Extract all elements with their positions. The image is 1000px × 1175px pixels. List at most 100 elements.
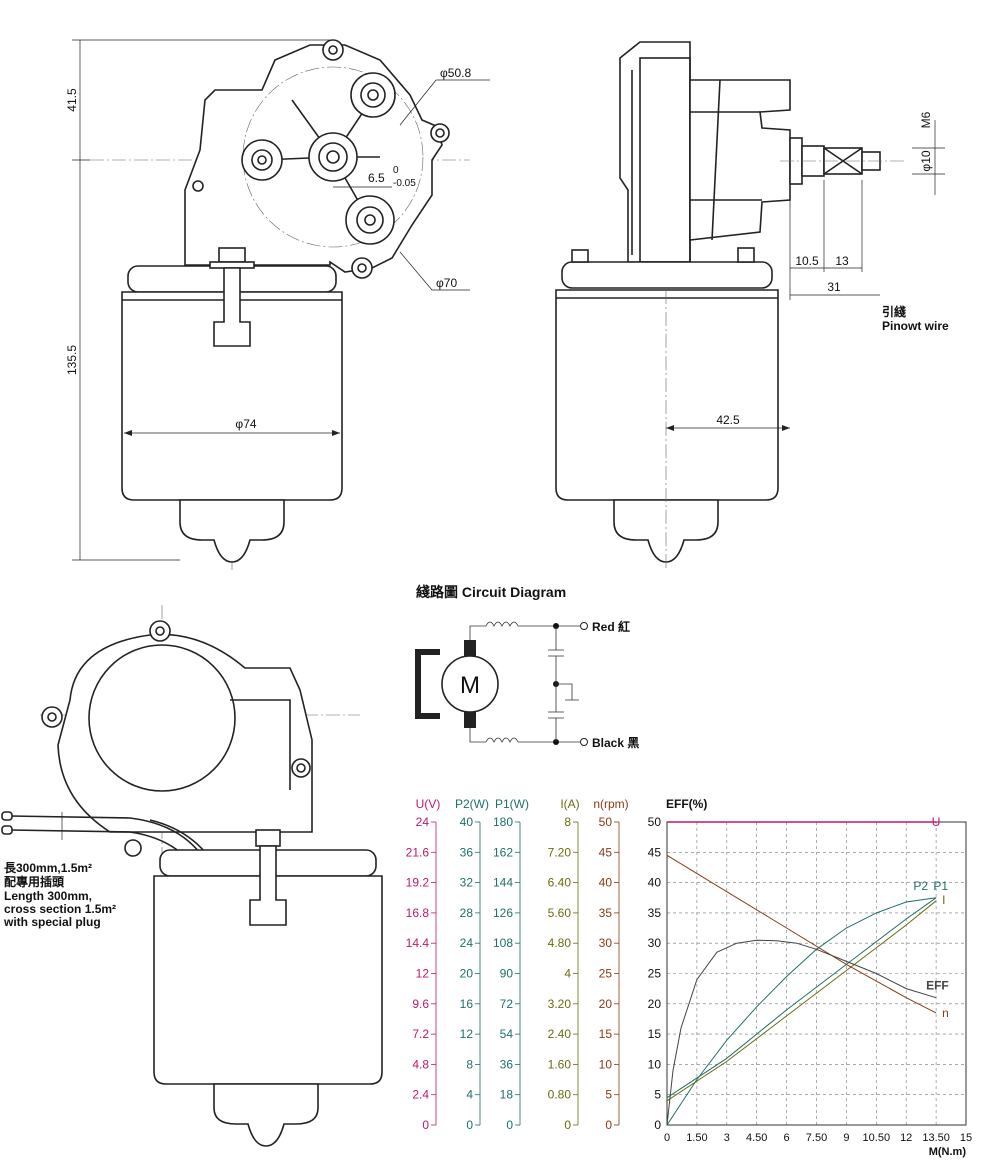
dim-front-height-body: 135.5 <box>65 345 79 375</box>
side-view: M6 φ10 10.5 13 31 引綫 Pinowt wire 42.5 <box>555 41 949 570</box>
left-axis-title: I(A) <box>560 797 579 811</box>
lead-note-line4: cross section 1.5m² <box>4 902 116 916</box>
left-axis-tick-label: 10 <box>599 1057 613 1071</box>
dim-front-height-top: 41.5 <box>65 88 79 112</box>
x-tick-label: 9 <box>843 1132 849 1144</box>
wire-plug-2 <box>1 825 13 835</box>
bottom-bearing-cap <box>213 1083 319 1147</box>
series-p1 <box>666 897 937 1099</box>
dim-shaft: φ10 <box>919 150 933 171</box>
eff-tick-label: 0 <box>654 1118 661 1132</box>
eff-tick-label: 5 <box>654 1088 661 1102</box>
dim-offset: 6.5 <box>368 171 385 185</box>
left-axis-tick-label: 30 <box>599 936 613 950</box>
left-axis-tick-label: 36 <box>460 845 474 859</box>
left-axis-title: P1(W) <box>495 797 529 811</box>
left-axis-tick-label: 36 <box>500 1057 514 1071</box>
left-axis-tick-label: 0 <box>422 1118 429 1132</box>
wire-label-cn: 引綫 <box>882 304 906 319</box>
terminal-black <box>580 738 588 746</box>
left-axis-tick-label: 54 <box>500 1027 514 1041</box>
dim-side-body: 42.5 <box>716 413 740 427</box>
left-axis-tick-label: 126 <box>493 906 513 920</box>
motor-can <box>121 291 343 501</box>
left-axis-tick-label: 50 <box>599 815 613 829</box>
bottom-ear-left <box>41 706 63 728</box>
left-axis-tick-label: 72 <box>500 997 514 1011</box>
motor-symbol-label: M <box>460 672 480 699</box>
red-label: Red 紅 <box>592 619 630 634</box>
left-axis-tick-label: 8 <box>564 815 571 829</box>
bottom-terminal-post <box>249 845 287 926</box>
side-motor-can <box>555 289 779 501</box>
wire-plug-1 <box>1 811 13 821</box>
left-axis-tick-label: 144 <box>493 876 513 890</box>
dim-body-dia: φ74 <box>235 417 256 431</box>
left-axis-tick-label: 4.8 <box>412 1057 429 1071</box>
left-axis-tick-label: 7.2 <box>412 1027 429 1041</box>
left-axis-tick-label: 108 <box>493 936 513 950</box>
left-axis-tick-label: 28 <box>460 906 474 920</box>
left-axis-title: n(rpm) <box>593 797 628 811</box>
circuit-title: 綫路圖 Circuit Diagram <box>416 584 566 600</box>
left-axis-tick-label: 4 <box>564 967 571 981</box>
lead-note-line2: 配專用插頭 <box>4 874 65 889</box>
eff-tick-label: 25 <box>648 967 662 981</box>
front-terminal-post <box>213 267 251 347</box>
left-axis-tick-label: 15 <box>599 1027 613 1041</box>
x-tick-label: 15 <box>960 1132 972 1144</box>
dim-pcd: φ50.8 <box>440 66 471 80</box>
bottom-mounting-ear <box>351 257 373 279</box>
dim-flange: φ70 <box>436 276 457 290</box>
left-axis-tick-label: 0 <box>466 1118 473 1132</box>
left-axis-tick-label: 0 <box>506 1118 513 1132</box>
side-motor-end-cap <box>561 261 773 289</box>
x-tick-label: 6 <box>784 1132 790 1144</box>
left-gear-boss <box>241 139 283 181</box>
front-terminal-nut <box>218 247 246 263</box>
left-axis-tick-label: 12 <box>460 1027 474 1041</box>
eff-tick-label: 50 <box>648 815 662 829</box>
bottom-terminal-nut <box>255 829 281 847</box>
left-axis-tick-label: 0 <box>605 1118 612 1132</box>
eff-axis-title: EFF(%) <box>666 797 707 811</box>
dim-b: 13 <box>835 254 849 268</box>
series-label-p2: P2 <box>913 879 928 893</box>
top-mounting-ear <box>322 39 344 61</box>
wire-clip <box>124 839 142 857</box>
dim-c: 31 <box>827 280 841 294</box>
left-axis-tick-label: 5.60 <box>548 906 572 920</box>
inductor-bottom <box>485 737 519 743</box>
left-axis-tick-label: 2.40 <box>548 1027 572 1041</box>
x-tick-label: 7.50 <box>806 1132 827 1144</box>
left-axis-tick-label: 16 <box>460 997 474 1011</box>
series-p2 <box>666 897 937 1126</box>
bottom-view: 長300mm,1.5m² 配專用插頭 Length 300mm, cross s… <box>1 605 383 1147</box>
left-axis-tick-label: 4 <box>466 1088 473 1102</box>
series-label-i: I <box>942 893 945 907</box>
eff-tick-label: 45 <box>648 845 662 859</box>
bottom-gear-ring <box>88 644 236 792</box>
left-axis-tick-label: 45 <box>599 845 613 859</box>
front-view: 41.5 135.5 φ50.8 6.5 0 -0.05 φ70 φ74 <box>65 39 490 570</box>
left-axis-title: U(V) <box>416 797 441 811</box>
black-label: Black 黑 <box>592 736 639 750</box>
series-label-n: n <box>942 1006 949 1020</box>
circuit-diagram: 綫路圖 Circuit Diagram M Red 紅 Black 黑 <box>415 584 639 750</box>
left-axis-tick-label: 162 <box>493 845 513 859</box>
lower-gear-boss <box>345 195 395 245</box>
left-axis-tick-label: 3.20 <box>548 997 572 1011</box>
eff-tick-label: 20 <box>648 997 662 1011</box>
bottom-ear-right <box>291 758 311 778</box>
side-bearing-cap <box>613 499 719 563</box>
left-axis-tick-label: 90 <box>500 967 514 981</box>
series-label-p1: P1 <box>933 879 948 893</box>
bottom-ear-top <box>149 620 171 642</box>
left-axis-tick-label: 0 <box>564 1118 571 1132</box>
left-axis-tick-label: 19.2 <box>406 876 430 890</box>
left-axis-tick-label: 35 <box>599 906 613 920</box>
left-axis-tick-label: 40 <box>599 876 613 890</box>
front-bearing-cap <box>179 499 285 563</box>
x-tick-label: 12 <box>900 1132 912 1144</box>
